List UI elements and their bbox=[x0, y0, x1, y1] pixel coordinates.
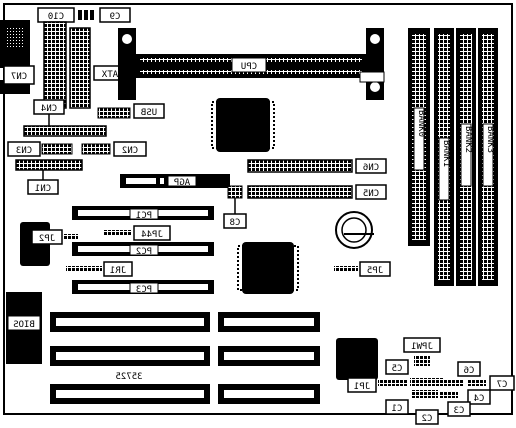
pc2-slot: PC2 bbox=[72, 242, 214, 257]
usb-connector bbox=[97, 107, 131, 119]
c10-label-box: C10 bbox=[37, 7, 75, 23]
c3-text: C3 bbox=[454, 406, 465, 416]
atx-text: ATX bbox=[101, 70, 118, 80]
bank1-text: BANK1 bbox=[441, 140, 451, 167]
northbridge-chip bbox=[216, 98, 270, 152]
cn1-text: CN1 bbox=[35, 184, 51, 194]
cn2-text: CN2 bbox=[122, 146, 138, 156]
c2-label-box: C2 bbox=[415, 409, 439, 425]
cn5-text: CN5 bbox=[363, 189, 379, 199]
jp5-jumper bbox=[334, 266, 358, 272]
bank0-text: BANK0 bbox=[416, 110, 426, 137]
jp2-label-box: JP2 bbox=[31, 229, 63, 245]
jp2-text: JP2 bbox=[39, 234, 55, 244]
jp44-text: JP44 bbox=[141, 230, 163, 240]
battery bbox=[335, 211, 374, 249]
bios-chip: BIOS bbox=[6, 292, 42, 364]
memory-bank-0: BANK0 bbox=[408, 28, 430, 246]
super-io-chip bbox=[336, 338, 378, 380]
jpw1-jumper bbox=[414, 356, 430, 366]
cn6-label-box: CN6 bbox=[355, 158, 387, 174]
southbridge-chip bbox=[242, 242, 294, 294]
memory-bank-1: BANK1 bbox=[434, 28, 454, 286]
c2-text: C2 bbox=[422, 414, 433, 424]
c1-text: C1 bbox=[392, 404, 403, 414]
jp5-text: JP5 bbox=[367, 266, 383, 276]
pc3-text: PC3 bbox=[136, 285, 152, 295]
cn6-connector bbox=[247, 159, 353, 173]
cn4-connector bbox=[23, 125, 107, 137]
cn3-text: CN3 bbox=[16, 146, 32, 156]
isa-slot-2-right bbox=[218, 346, 320, 366]
pc3-slot: PC3 bbox=[72, 280, 214, 295]
cn3-connector bbox=[41, 143, 73, 155]
cn1-label-box: CN1 bbox=[27, 179, 59, 195]
cn5-label-box: CN5 bbox=[355, 184, 387, 200]
c7-jumper bbox=[468, 380, 486, 386]
c4-text: C4 bbox=[474, 394, 485, 404]
pc1-text: PC1 bbox=[136, 211, 152, 221]
cn2-connector bbox=[81, 143, 111, 155]
pc2-text: PC2 bbox=[136, 247, 152, 257]
c6-text: C6 bbox=[464, 366, 475, 376]
bank3-text: BANK3 bbox=[485, 126, 495, 153]
bios-text: BIOS bbox=[13, 320, 35, 330]
c9-label-box: C9 bbox=[99, 7, 131, 23]
memory-bank-2: BANK2 bbox=[456, 28, 476, 286]
jp44-jumper bbox=[104, 230, 132, 236]
c3-label-box: C3 bbox=[447, 401, 471, 417]
atx-power-connector bbox=[43, 21, 91, 109]
c5-label-box: C5 bbox=[385, 359, 409, 375]
pc1-slot: PC1 bbox=[72, 206, 214, 221]
cpu-text: CPU bbox=[241, 62, 257, 72]
c9-text: C9 bbox=[110, 12, 121, 22]
isa-slot-2-left bbox=[50, 346, 210, 366]
jpw1-label-box: JPW1 bbox=[403, 337, 441, 353]
c6-label-box: C6 bbox=[457, 361, 481, 377]
jp2-jumper bbox=[64, 234, 78, 240]
cn5-connector bbox=[247, 185, 353, 199]
c7-text: C7 bbox=[497, 380, 508, 390]
board-id-number: 35725 bbox=[115, 372, 142, 382]
cpu-label-box: CPU bbox=[231, 57, 267, 73]
jp1-text: JP1 bbox=[354, 382, 370, 392]
agp-text: AGP bbox=[173, 178, 190, 188]
jr1-jumper bbox=[66, 266, 102, 272]
jumper-cluster bbox=[378, 378, 464, 398]
jp1-label-box: JP1 bbox=[347, 377, 377, 393]
usb-text: USB bbox=[141, 108, 157, 118]
isa-slot-1-right bbox=[218, 312, 320, 332]
jpw1-text: JPW1 bbox=[411, 342, 433, 352]
usb-label-box: USB bbox=[133, 103, 165, 119]
c5-text: C5 bbox=[392, 364, 403, 374]
cn4-text: CN4 bbox=[41, 104, 57, 114]
c8-jumper bbox=[227, 185, 243, 199]
c1-label-box: C1 bbox=[385, 399, 409, 415]
cn1-connector bbox=[15, 159, 83, 171]
jp44-label-box: JP44 bbox=[133, 225, 171, 241]
cn7-text: CN7 bbox=[11, 72, 27, 82]
c4-label-box: C4 bbox=[467, 389, 491, 405]
c9-jumper bbox=[78, 10, 94, 20]
bank2-text: BANK2 bbox=[463, 126, 473, 153]
c7-label-box: C7 bbox=[489, 375, 515, 391]
c8-text: C8 bbox=[230, 218, 241, 228]
agp-label-box: AGP bbox=[167, 175, 197, 188]
isa-slot-1-left bbox=[50, 312, 210, 332]
isa-slot-3-right bbox=[218, 384, 320, 404]
jr1-text: JR1 bbox=[110, 266, 126, 276]
cn2-label-box: CN2 bbox=[113, 141, 147, 157]
cn4-label-box: CN4 bbox=[33, 99, 65, 115]
jr1-label-box: JR1 bbox=[103, 261, 133, 277]
cn3-label-box: CN3 bbox=[7, 141, 41, 157]
cn6-text: CN6 bbox=[363, 163, 379, 173]
cn7-label-box: CN7 bbox=[3, 65, 35, 85]
c10-text: C10 bbox=[48, 12, 64, 22]
isa-slot-3-left bbox=[50, 384, 210, 404]
memory-bank-3: BANK3 bbox=[478, 28, 498, 286]
c8-label-box: C8 bbox=[223, 213, 247, 229]
jp5-label-box: JP5 bbox=[359, 261, 391, 277]
